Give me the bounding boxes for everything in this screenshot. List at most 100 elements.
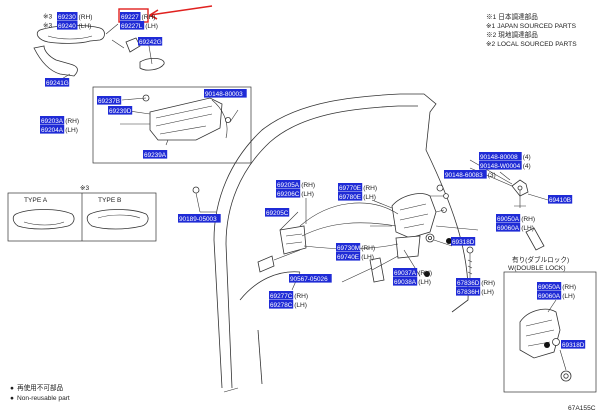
part-number: 69203A (41, 118, 64, 125)
part-number: 90567-05026 (290, 276, 328, 283)
part-label-suffix: (LH) (418, 279, 431, 286)
part-label-69060A[interactable]: 69060A(LH) (496, 223, 534, 232)
part-label-67836H[interactable]: 67836H(LH) (456, 287, 494, 296)
part-label-67836D[interactable]: 67836D(RH) (456, 278, 495, 287)
part-label-90189_05003[interactable]: 90189-05003 (178, 214, 221, 223)
part-label-suffix: (LH) (145, 23, 158, 30)
part-label-69205C[interactable]: 69205C (265, 208, 290, 217)
part-label-suffix: (RH) (562, 284, 576, 291)
outside-handle-group (33, 23, 165, 81)
part-label-suffix: (LH) (363, 194, 376, 201)
part-label-69241G[interactable]: 69241G (45, 78, 70, 87)
part-number: 90148-80003 (205, 91, 243, 98)
part-number: 69206C (277, 191, 300, 198)
part-label-69038A[interactable]: 69038A(LH) (393, 277, 431, 286)
part-label-69050A2[interactable]: 69050A(RH) (537, 282, 576, 291)
part-number: 90189-05003 (179, 216, 217, 223)
part-label-box (57, 21, 78, 30)
part-label-90148_60083[interactable]: 90148-60083(3) (444, 170, 496, 179)
part-label-box (444, 170, 487, 179)
part-label-90148_W0004[interactable]: 90148-W0004(4) (479, 161, 531, 170)
svg-text:●Non-reusable part: ●Non-reusable part (10, 395, 70, 402)
striker (469, 159, 549, 208)
part-label-69203A[interactable]: 69203A(RH) (40, 116, 79, 125)
part-label-box (97, 96, 122, 105)
part-label-box (108, 106, 133, 115)
type-b-handle (86, 209, 149, 230)
part-label-suffix: (RH) (361, 245, 375, 252)
part-label-90567_05026[interactable]: 90567-05026 (289, 274, 332, 283)
part-label-69318D2[interactable]: 69318D (561, 340, 586, 349)
svg-text:W(DOUBLE LOCK): W(DOUBLE LOCK) (508, 265, 566, 272)
part-label-69227[interactable]: 69227(RH) (120, 12, 155, 21)
part-number: 69318D (562, 342, 585, 349)
part-number: 69205C (266, 210, 289, 217)
part-label-box (276, 189, 301, 198)
part-label-box (496, 214, 521, 223)
part-label-69730M[interactable]: 69730M(RH) (336, 243, 375, 252)
part-label-69277C[interactable]: 69277C(RH) (269, 291, 308, 300)
part-label-69206C[interactable]: 69206C(LH) (276, 189, 314, 198)
part-label-box (393, 268, 418, 277)
part-label-69278C[interactable]: 69278C(LH) (269, 300, 307, 309)
legend-bottom: ●再使用不可部品 ●Non-reusable part (10, 383, 70, 402)
part-label-suffix: (LH) (79, 23, 92, 30)
part-label-suffix: (RH) (363, 185, 377, 192)
part-label-90148_80008[interactable]: 90148-80008(4) (479, 152, 531, 161)
screws (424, 227, 545, 278)
part-label-69050A[interactable]: 69050A(RH) (496, 214, 535, 223)
part-label-69037A[interactable]: 69037A(RH) (393, 268, 432, 277)
part-label-69318D[interactable]: 69318D (451, 237, 476, 246)
part-label-69227L[interactable]: 69227L(LH) (120, 21, 158, 30)
part-number: 69237B (98, 98, 120, 105)
part-label-69060A2[interactable]: 69060A(LH) (537, 291, 575, 300)
part-label-90148_80003[interactable]: 90148-80003 (204, 89, 247, 98)
door-outline (213, 93, 469, 393)
part-label-69239A[interactable]: 69239A (143, 150, 168, 159)
part-number: 69770E (339, 185, 361, 192)
part-label-suffix: (RH) (79, 14, 93, 21)
part-label-box (456, 287, 481, 296)
part-number: 69227L (121, 23, 143, 30)
part-label-box (336, 252, 361, 261)
part-label-69205A[interactable]: 69205A(RH) (276, 180, 315, 189)
part-number: 69239D (109, 108, 132, 115)
part-label-69237B[interactable]: 69237B (97, 96, 122, 105)
part-number: 69241G (46, 80, 69, 87)
part-label-box (143, 150, 168, 159)
inside-handle-box (92, 86, 252, 164)
part-number: 69240 (58, 23, 76, 30)
part-label-suffix: (RH) (418, 270, 432, 277)
part-label-box (120, 12, 141, 21)
part-label-box (338, 192, 363, 201)
part-number: 90148-80008 (480, 154, 518, 161)
figure-code: 67A155C (568, 405, 596, 412)
part-label-suffix: (LH) (294, 302, 307, 309)
part-label-box (338, 183, 363, 192)
part-number: 69780E (339, 194, 361, 201)
part-number: 69318D (452, 239, 475, 246)
part-number: 69277C (270, 293, 293, 300)
part-number: 69227 (121, 14, 139, 21)
part-label-69410B[interactable]: 69410B (548, 195, 573, 204)
part-label-suffix: (RH) (521, 216, 535, 223)
part-label-69239D[interactable]: 69239D (108, 106, 133, 115)
part-label-69740E[interactable]: 69740E(LH) (336, 252, 374, 261)
part-label-69242G[interactable]: 69242G (138, 37, 163, 46)
part-number: 69050A (497, 216, 520, 223)
double-lock-body (519, 308, 561, 359)
part-label-69770E[interactable]: 69770E(RH) (338, 183, 377, 192)
handle-cap (139, 58, 165, 71)
part-label-box (57, 12, 78, 21)
part-label-box (451, 237, 476, 246)
part-label-69780E[interactable]: 69780E(LH) (338, 192, 376, 201)
part-number: 69730M (337, 245, 360, 252)
part-number: 69060A (538, 293, 561, 300)
part-label-69204A[interactable]: 69204A(LH) (40, 125, 78, 134)
part-number: 69740E (337, 254, 359, 261)
